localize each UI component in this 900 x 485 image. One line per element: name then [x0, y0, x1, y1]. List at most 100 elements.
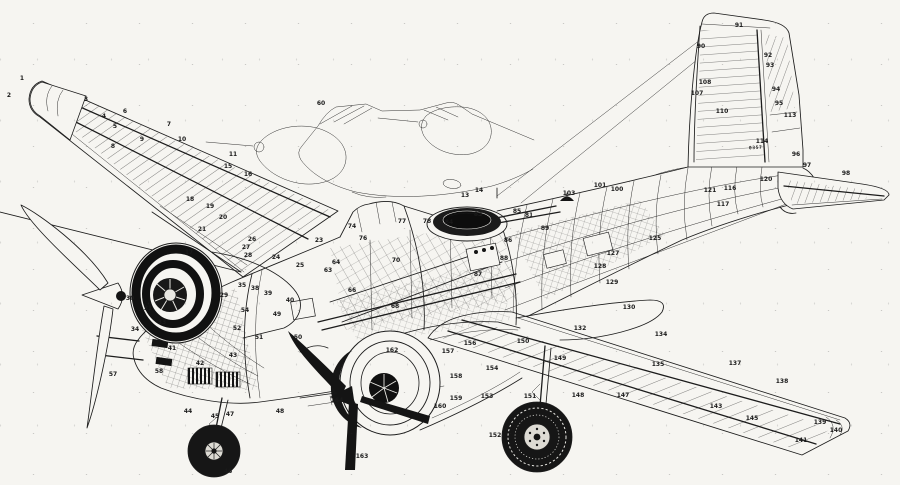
callout-number: 107: [690, 90, 704, 97]
callout-number: 30: [125, 295, 135, 302]
callout-number: 164: [330, 397, 344, 404]
callout-number: 103: [562, 190, 576, 197]
callout-number: 31: [143, 305, 153, 312]
callout-number: 139: [813, 419, 827, 426]
callout-number: 11: [228, 151, 238, 158]
callout-number: 130: [622, 304, 636, 311]
callout-number: 24: [271, 254, 281, 261]
callout-number: 156: [463, 340, 477, 347]
callout-number: 25: [295, 262, 305, 269]
callout-number: 7: [166, 121, 172, 128]
callout-number: 135: [651, 361, 665, 368]
callout-number: 21: [197, 226, 207, 233]
callout-number: 58: [154, 368, 164, 375]
callout-number: 29: [219, 292, 229, 299]
callout-number: 45: [210, 413, 220, 420]
callout-number: 39: [263, 290, 273, 297]
callout-number: 64: [331, 259, 341, 266]
callout-number: 33: [157, 319, 167, 326]
callout-number: 40: [285, 297, 295, 304]
callout-number: 95: [774, 100, 784, 107]
callout-number: 152: [488, 432, 502, 439]
callout-number: 117: [716, 201, 730, 208]
callout-number: 85: [512, 208, 522, 215]
callout-number: 145: [745, 415, 759, 422]
nose-landing-gear: [187, 397, 241, 478]
callout-number: 66: [347, 287, 357, 294]
callout-number: 149: [553, 355, 567, 362]
callout-number: 138: [775, 378, 789, 385]
rear-fuselage: [496, 164, 819, 331]
callout-number: 129: [605, 279, 619, 286]
callout-number: 52: [232, 325, 242, 332]
callout-number: 140: [829, 427, 843, 434]
callout-number: 132: [573, 325, 587, 332]
callout-number: 150: [516, 338, 530, 345]
callout-number: 35: [237, 282, 247, 289]
callout-number: 127: [606, 250, 620, 257]
callout-number: 77: [397, 218, 407, 225]
callout-number: 162: [385, 347, 399, 354]
callout-number: 143: [709, 403, 723, 410]
callout-number: 154: [485, 365, 499, 372]
callout-number: 6: [122, 108, 128, 115]
callout-number: 128: [593, 263, 607, 270]
callout-number: 74: [347, 223, 357, 230]
callout-number: 50: [293, 334, 303, 341]
callout-number: 110: [715, 108, 729, 115]
callout-number: 94: [771, 86, 781, 93]
callout-number: 98: [841, 170, 851, 177]
callout-number: 46: [223, 468, 233, 475]
callout-number: 13: [460, 192, 470, 199]
callout-number: 81: [524, 212, 534, 219]
tail-fin: [651, 12, 804, 177]
callout-number: 89: [540, 225, 550, 232]
callout-number: 49: [272, 311, 282, 318]
callout-number: 43: [228, 352, 238, 359]
callout-number: 28: [243, 252, 253, 259]
callout-number: 57: [108, 371, 118, 378]
main-landing-gear: [501, 345, 573, 473]
callout-number: 141: [794, 437, 808, 444]
callout-number: 32: [153, 291, 163, 298]
callout-number: 8: [110, 143, 116, 150]
callout-number: 87: [473, 271, 483, 278]
callout-number: 9: [139, 136, 145, 143]
callout-number: 15: [223, 163, 233, 170]
callout-number: 48: [275, 408, 285, 415]
callout-number: 101: [593, 182, 607, 189]
callout-number: 70: [391, 257, 401, 264]
callout-number: 137: [728, 360, 742, 367]
callout-number: 76: [358, 235, 368, 242]
callout-number: 5: [112, 123, 118, 130]
nose-section: [96, 236, 353, 404]
callout-number: 100: [610, 186, 624, 193]
callout-number: 121: [703, 187, 717, 194]
callout-number: 20: [218, 214, 228, 221]
callout-number: 38: [250, 285, 260, 292]
left-engine: [20, 204, 301, 429]
callout-number: 16: [243, 171, 253, 178]
callout-number: 63: [323, 267, 333, 274]
callout-number: 26: [247, 236, 257, 243]
callout-number: 68: [390, 303, 400, 310]
callout-number: 42: [195, 360, 205, 367]
callout-number: 1: [19, 75, 25, 82]
callout-number: 96: [791, 151, 801, 158]
callout-number: 157: [441, 348, 455, 355]
callout-number: 90: [696, 43, 706, 50]
callout-number: 163: [355, 453, 369, 460]
callout-number: 160: [433, 403, 447, 410]
callout-number: 116: [723, 185, 737, 192]
callout-number: 134: [654, 331, 668, 338]
callout-number: 92: [763, 52, 773, 59]
right-engine: [288, 321, 523, 470]
callout-number: 51: [254, 334, 264, 341]
callout-number: 93: [765, 62, 775, 69]
callout-number: 108: [698, 79, 712, 86]
callout-number: 10: [177, 136, 187, 143]
callout-number: 44: [183, 408, 193, 415]
callout-number: 4: [101, 113, 107, 120]
